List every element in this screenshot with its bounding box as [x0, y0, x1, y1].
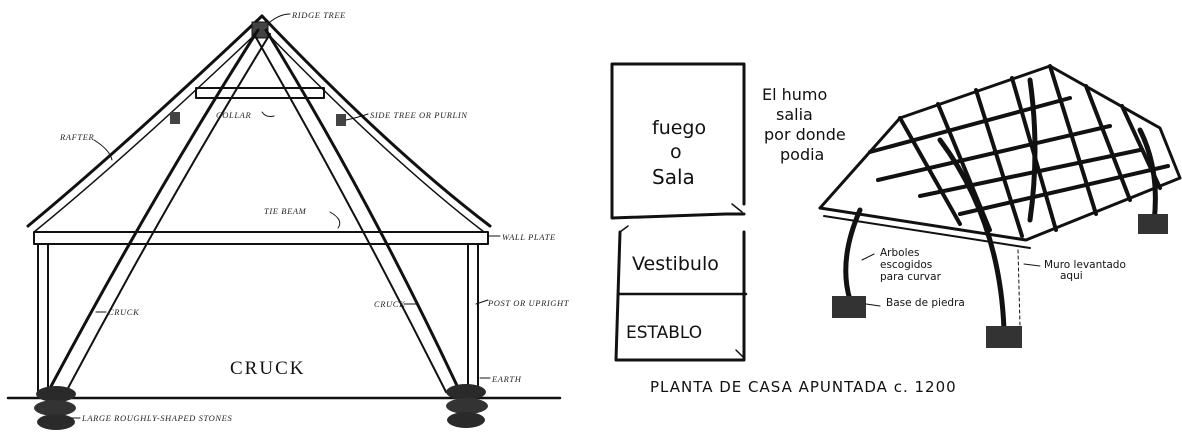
timber-frame-sketch: Arboles escogidos para curvar Muro levan… [818, 64, 1182, 348]
cruck-diagram: RIDGE TREE COLLAR SIDE TREE OR PURLIN RA… [6, 10, 570, 430]
tie-beam [33, 231, 489, 245]
stone-base-left [832, 296, 866, 318]
left-front-cruck [843, 207, 863, 303]
stone-base-front [986, 326, 1022, 348]
right-post [467, 243, 479, 395]
cruck-title: CRUCK [230, 358, 305, 379]
left-stones [34, 386, 76, 430]
left-purlin [170, 112, 180, 124]
label-cruck-right: CRUCK [374, 299, 406, 309]
right-rafter [260, 14, 492, 228]
lower-rooms [614, 230, 746, 362]
plan-caption: PLANTA DE CASA APUNTADA c. 1200 [650, 378, 957, 396]
label-rafter: RAFTER [59, 132, 94, 142]
right-stones [446, 384, 488, 428]
label-base: Base de piedra [886, 297, 965, 309]
smoke-note-4: podia [780, 145, 824, 164]
left-rafter [26, 14, 264, 228]
room-vestibulo: Vestibulo [632, 253, 719, 275]
roof-rafters [898, 64, 1162, 238]
room-establo: ESTABLO [626, 323, 702, 343]
wall-dashed-line [1017, 249, 1021, 327]
right-cruck [264, 28, 462, 394]
left-post [37, 243, 49, 395]
label-ridge-tree: RIDGE TREE [291, 10, 346, 20]
right-purlin [336, 114, 346, 126]
stone-base-right [1138, 214, 1168, 234]
sala-room [610, 62, 746, 220]
label-trees-3: para curvar [880, 271, 942, 283]
label-tie-beam: TIE BEAM [264, 206, 307, 216]
label-wall-1: Muro levantado [1044, 259, 1126, 271]
floor-plan: fuego o Sala Vestibulo ESTABLO El humo s… [610, 62, 957, 396]
label-earth: EARTH [491, 374, 522, 384]
label-side-tree: SIDE TREE OR PURLIN [370, 110, 468, 120]
smoke-note-1: El humo [762, 85, 827, 104]
collar-beam [195, 87, 325, 99]
left-cruck [46, 28, 260, 394]
label-wall-2: aqui [1060, 270, 1083, 282]
label-collar: COLLAR [216, 110, 251, 120]
smoke-note-3: por donde [764, 125, 846, 144]
rear-cruck [1027, 77, 1038, 223]
room-sala: Sala [652, 165, 695, 189]
front-cruck [937, 137, 1007, 333]
right-rear-cruck [1137, 127, 1158, 225]
label-trees-1: Arboles [880, 247, 919, 259]
roof-purlins [868, 96, 1170, 216]
room-o: o [670, 141, 682, 163]
label-cruck-left: CRUCK [108, 307, 140, 317]
label-post: POST OR UPRIGHT [487, 298, 570, 308]
label-trees-2: escogidos [880, 259, 932, 271]
room-fuego: fuego [652, 117, 706, 139]
label-stones: LARGE ROUGHLY-SHAPED STONES [81, 413, 232, 423]
smoke-note-2: salia [776, 105, 813, 124]
label-wall-plate: WALL PLATE [502, 232, 556, 242]
